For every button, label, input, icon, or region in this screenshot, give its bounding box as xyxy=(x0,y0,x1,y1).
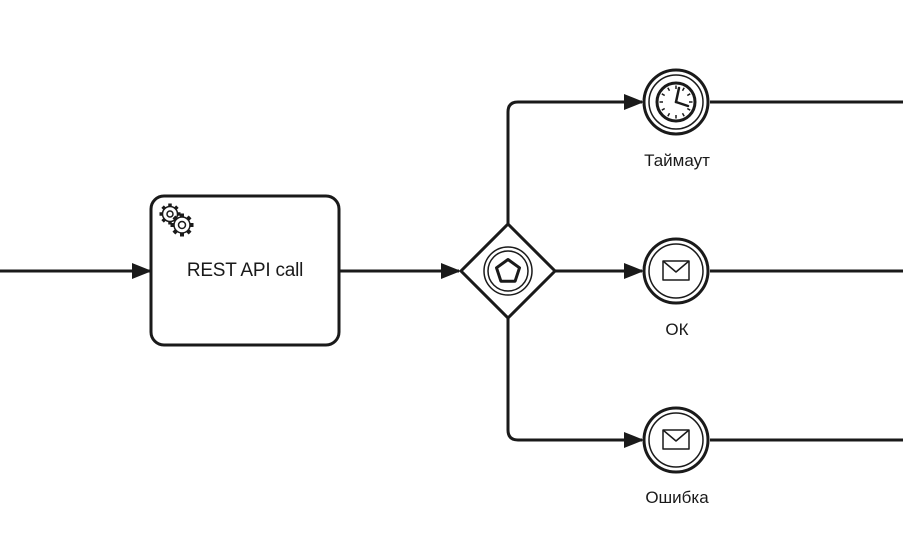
pentagon-icon xyxy=(495,258,521,283)
flow-gateway-to-timeout[interactable] xyxy=(506,94,644,224)
event-based-gateway[interactable] xyxy=(458,221,558,321)
message-catch-event-error[interactable] xyxy=(642,406,710,474)
message-envelope-icon xyxy=(662,429,690,450)
service-task-gears-icon xyxy=(159,203,194,237)
message-catch-event-ok[interactable] xyxy=(642,237,710,305)
flow-gateway-to-error[interactable] xyxy=(506,318,644,448)
message-envelope-icon xyxy=(662,260,690,281)
sequence-flows xyxy=(0,94,903,448)
ok-event-label: ОК xyxy=(665,320,689,339)
timeout-event-label: Таймаут xyxy=(644,151,710,170)
timer-catch-event[interactable] xyxy=(642,68,710,136)
error-event-label: Ошибка xyxy=(645,488,709,507)
service-task[interactable] xyxy=(149,194,341,347)
timer-icon xyxy=(655,81,697,123)
task-label: REST API call xyxy=(186,259,304,281)
